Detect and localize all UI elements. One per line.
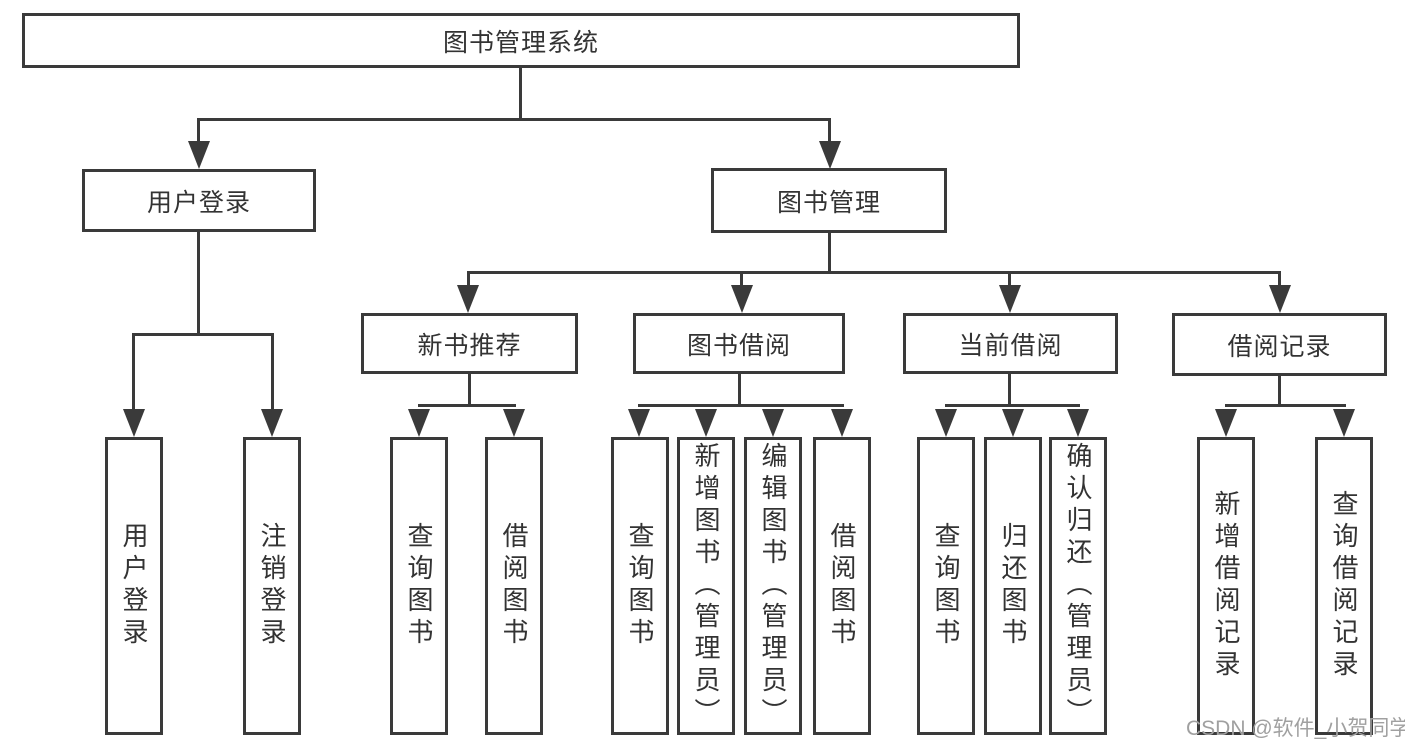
node-book-borrow: 图书借阅 <box>633 313 845 374</box>
node-current-borrow: 当前借阅 <box>903 313 1118 374</box>
leaf-label: 查询图书 <box>931 522 961 650</box>
arrowhead-down <box>261 409 283 437</box>
arrowhead-down <box>1067 409 1089 437</box>
arrowhead-down <box>628 409 650 437</box>
connector-hline <box>467 271 1281 274</box>
connector-hline <box>418 404 516 407</box>
leaf-borrow-books: 借阅图书 <box>813 437 871 735</box>
connector-vline <box>197 121 200 146</box>
leaf-return-book: 归还图书 <box>984 437 1042 735</box>
leaf-query-books-current: 查询图书 <box>917 437 975 735</box>
node-label: 借阅记录 <box>1227 332 1332 361</box>
arrowhead-down <box>123 409 145 437</box>
arrowhead-down <box>819 141 841 169</box>
leaf-label: 确认归还（管理员） <box>1063 442 1093 730</box>
arrowhead-down <box>831 409 853 437</box>
node-label: 用户登录 <box>146 188 251 217</box>
connector-hline <box>132 333 274 336</box>
connector-hline <box>1225 404 1346 407</box>
node-user-login: 用户登录 <box>82 169 316 232</box>
arrowhead-down <box>695 409 717 437</box>
leaf-label: 查询图书 <box>404 522 434 650</box>
arrowhead-down <box>1215 409 1237 437</box>
connector-vline <box>1008 374 1011 406</box>
leaf-query-borrow-record: 查询借阅记录 <box>1315 437 1373 735</box>
connector-vline <box>1278 376 1281 406</box>
arrowhead-down <box>457 285 479 313</box>
node-root: 图书管理系统 <box>22 13 1020 68</box>
leaf-confirm-return-admin: 确认归还（管理员） <box>1049 437 1107 735</box>
connector-vline <box>132 336 135 411</box>
arrowhead-down <box>731 285 753 313</box>
connector-vline <box>467 274 470 287</box>
leaf-logout: 注销登录 <box>243 437 301 735</box>
leaf-label: 查询借阅记录 <box>1329 490 1359 682</box>
node-label: 图书管理系统 <box>442 28 599 57</box>
arrowhead-down <box>1333 409 1355 437</box>
node-new-book-recommend: 新书推荐 <box>361 313 578 374</box>
leaf-query-books-recommend: 查询图书 <box>390 437 448 735</box>
connector-vline <box>197 232 200 335</box>
leaf-user-login: 用户登录 <box>105 437 163 735</box>
node-borrow-records: 借阅记录 <box>1172 313 1387 376</box>
csdn-watermark: CSDN @软件_小贺同学 <box>1186 717 1405 740</box>
connector-vline <box>740 274 743 287</box>
leaf-label: 借阅图书 <box>499 522 529 650</box>
connector-hline <box>197 118 831 121</box>
connector-vline <box>738 374 741 406</box>
connector-vline <box>519 68 522 118</box>
arrowhead-down <box>935 409 957 437</box>
arrowhead-down <box>999 285 1021 313</box>
arrowhead-down <box>1002 409 1024 437</box>
leaf-label: 编辑图书（管理员） <box>758 442 788 730</box>
leaf-label: 注销登录 <box>257 522 287 650</box>
arrowhead-down <box>503 409 525 437</box>
arrowhead-down <box>1269 285 1291 313</box>
leaf-label: 归还图书 <box>998 522 1028 650</box>
node-label: 图书管理 <box>776 188 881 217</box>
connector-vline <box>828 233 831 273</box>
node-label: 图书借阅 <box>686 331 791 360</box>
connector-vline <box>828 121 831 146</box>
leaf-add-book-admin: 新增图书（管理员） <box>677 437 735 735</box>
leaf-query-books-borrow: 查询图书 <box>611 437 669 735</box>
leaf-borrow-books-recommend: 借阅图书 <box>485 437 543 735</box>
connector-vline <box>271 336 274 411</box>
leaf-label: 借阅图书 <box>827 522 857 650</box>
connector-vline <box>1008 274 1011 287</box>
node-label: 当前借阅 <box>958 331 1063 360</box>
connector-vline <box>1278 274 1281 287</box>
leaf-add-borrow-record: 新增借阅记录 <box>1197 437 1255 735</box>
connector-hline <box>638 404 844 407</box>
leaf-label: 新增图书（管理员） <box>691 442 721 730</box>
arrowhead-down <box>762 409 784 437</box>
leaf-edit-book-admin: 编辑图书（管理员） <box>744 437 802 735</box>
leaf-label: 查询图书 <box>625 522 655 650</box>
arrowhead-down <box>408 409 430 437</box>
connector-hline <box>945 404 1080 407</box>
connector-vline <box>468 374 471 406</box>
arrowhead-down <box>188 141 210 169</box>
leaf-label: 新增借阅记录 <box>1211 490 1241 682</box>
node-label: 新书推荐 <box>417 331 522 360</box>
leaf-label: 用户登录 <box>119 522 149 650</box>
node-book-management: 图书管理 <box>711 168 947 233</box>
